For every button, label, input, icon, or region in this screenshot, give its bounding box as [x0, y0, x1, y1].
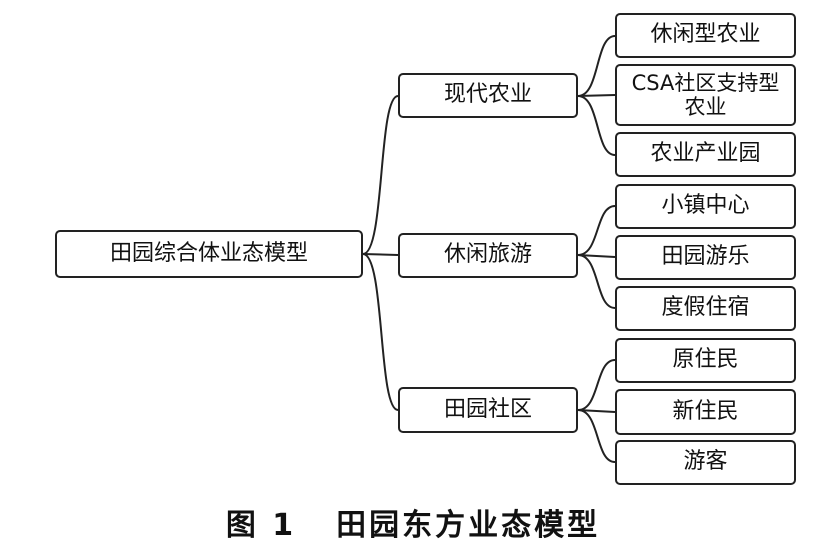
leaf-node-label: 新住民: [672, 398, 739, 424]
connector-root-pastoral-community: [362, 253, 399, 411]
leaf-node-csa: CSA社区支持型农业: [615, 64, 796, 126]
leaf-node-label: 原住民: [672, 347, 739, 373]
connector-pastoral-community-leaf-1: [577, 359, 616, 411]
connector-root-modern-agriculture: [362, 95, 399, 255]
branch-node-label: 休闲旅游: [443, 242, 532, 268]
branch-node-pastoral-community: 田园社区: [398, 387, 578, 433]
leaf-node-town-center: 小镇中心: [615, 184, 796, 229]
branch-node-label: 现代农业: [443, 82, 532, 108]
root-node: 田园综合体业态模型: [55, 230, 363, 278]
leaf-node-leisure-farming: 休闲型农业: [615, 13, 796, 58]
branch-node-leisure-tourism: 休闲旅游: [398, 233, 578, 278]
root-node-label: 田园综合体业态模型: [109, 240, 308, 266]
connector-modern-agriculture-leaf-1: [577, 35, 616, 97]
connector-modern-agriculture-leaf-2: [577, 94, 616, 97]
leaf-node-label: 田园游乐: [661, 244, 750, 270]
connector-leisure-tourism-leaf-2: [577, 254, 616, 258]
connector-root-leisure-tourism: [362, 253, 399, 256]
leaf-node-label: 小镇中心: [661, 193, 750, 219]
leaf-node-label: 休闲型农业: [650, 22, 761, 48]
leaf-node-pastoral-recreation: 田园游乐: [615, 235, 796, 280]
leaf-node-resort-lodging: 度假住宿: [615, 286, 796, 331]
leaf-node-tourists: 游客: [615, 440, 796, 485]
leaf-node-label: 农业产业园: [650, 141, 761, 167]
branch-node-label: 田园社区: [443, 396, 532, 422]
connector-pastoral-community-leaf-3: [577, 409, 616, 463]
leaf-node-original-residents: 原住民: [615, 338, 796, 383]
connector-leisure-tourism-leaf-3: [577, 254, 616, 309]
figure-number: 图 1: [225, 508, 297, 543]
connector-leisure-tourism-leaf-1: [577, 205, 616, 256]
leaf-node-new-residents: 新住民: [615, 389, 796, 435]
leaf-node-label: CSA社区支持型农业: [631, 70, 780, 119]
connector-modern-agriculture-leaf-3: [577, 95, 616, 156]
leaf-node-label: 度假住宿: [661, 295, 750, 321]
leaf-node-label: 游客: [683, 449, 728, 475]
figure-caption: 图 1 田园东方业态模型: [0, 500, 826, 544]
branch-node-modern-agriculture: 现代农业: [398, 73, 578, 118]
figure-title: 田园东方业态模型: [336, 508, 601, 543]
leaf-node-agri-industrial-park: 农业产业园: [615, 132, 796, 177]
connector-pastoral-community-leaf-2: [577, 409, 616, 413]
